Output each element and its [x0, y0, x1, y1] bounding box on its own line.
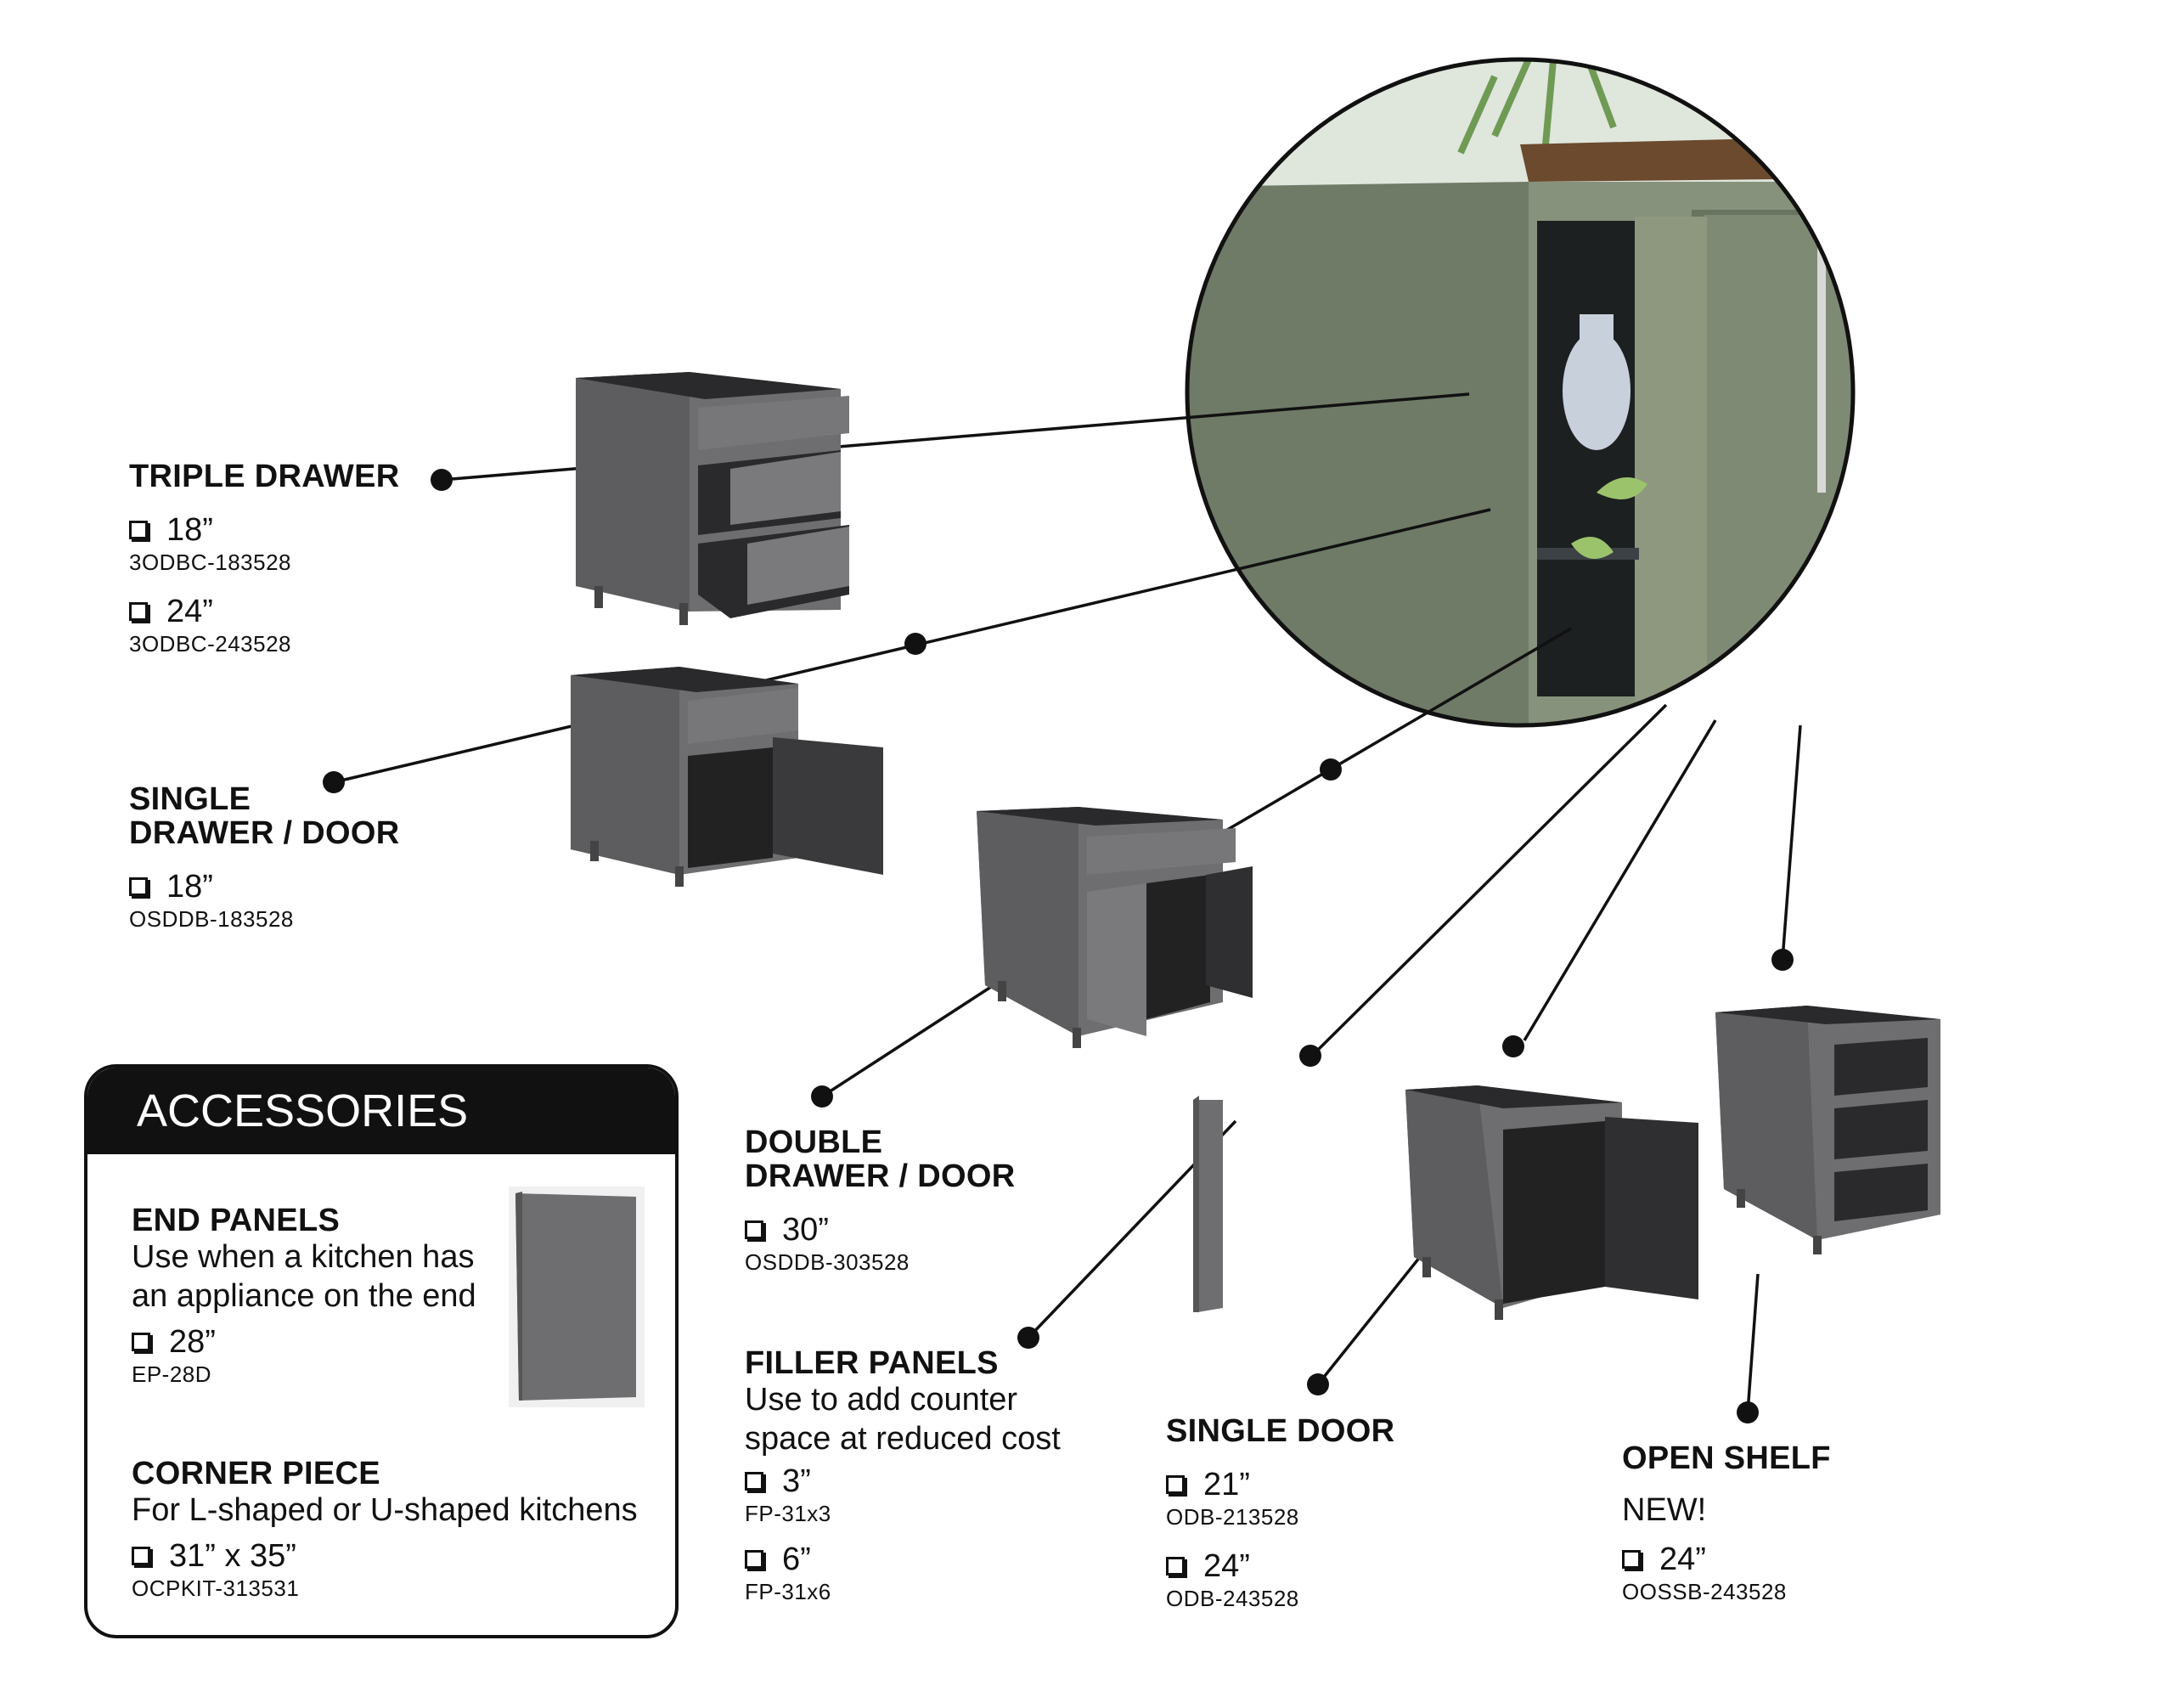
option-size: 3”	[782, 1463, 811, 1499]
option-code: 3ODBC-183528	[129, 550, 291, 575]
option-code: FP-31x6	[745, 1579, 831, 1604]
option-size: 24”	[166, 594, 213, 629]
single-door-section: SINGLE DOOR 21” ODB-213528 24” ODB-24352…	[1166, 1414, 1394, 1611]
option-item[interactable]: 6” FP-31x6	[745, 1542, 1061, 1604]
option-item[interactable]: 30” OSDDB-303528	[745, 1212, 1015, 1275]
filler-panel-image	[1193, 1096, 1223, 1312]
single-drawer-door-cabinet-image	[571, 667, 883, 887]
option-size: 24”	[1659, 1542, 1706, 1577]
option-size: 6”	[782, 1542, 811, 1577]
open-shelf-title: OPEN SHELF	[1622, 1440, 1831, 1476]
option-code: ODB-243528	[1166, 1586, 1299, 1611]
checkbox-icon[interactable]	[745, 1550, 763, 1569]
option-size: 31” x 35”	[169, 1538, 296, 1574]
option-item[interactable]: 21” ODB-213528	[1166, 1467, 1394, 1530]
double-drawer-door-title-line2: DRAWER / DOOR	[745, 1158, 1016, 1194]
double-drawer-door-title-line1: DOUBLE	[745, 1125, 883, 1160]
connector-lines	[333, 392, 1802, 1413]
single-drawer-door-section: SINGLE DRAWER / DOOR 18” OSDDB-183528	[129, 782, 399, 932]
option-code: OSDDB-183528	[129, 906, 294, 932]
open-shelf-cabinet-image	[1715, 1006, 1940, 1254]
triple-drawer-cabinet-image	[576, 372, 849, 625]
end-panels-desc-line2: an appliance on the end	[132, 1278, 476, 1314]
triple-drawer-title: TRIPLE DRAWER	[129, 459, 400, 494]
option-item[interactable]: 18” OSDDB-183528	[129, 869, 399, 932]
option-size: 18”	[166, 512, 213, 548]
option-code: OSDDB-303528	[745, 1249, 910, 1275]
checkbox-icon[interactable]	[132, 1333, 150, 1351]
checkbox-icon[interactable]	[129, 602, 148, 621]
option-size: 28”	[169, 1324, 216, 1360]
single-door-cabinet-image	[1405, 1085, 1698, 1320]
checkbox-icon[interactable]	[1166, 1475, 1185, 1494]
option-item[interactable]: 18” 3ODBC-183528	[129, 512, 399, 575]
connector-dots	[323, 469, 1794, 1423]
option-item[interactable]: 24” ODB-243528	[1166, 1548, 1394, 1611]
corner-piece-section: CORNER PIECE For L-shaped or U-shaped ki…	[132, 1457, 638, 1601]
end-panels-title: END PANELS	[132, 1203, 341, 1238]
open-shelf-section: OPEN SHELF NEW! 24” OOSSB-243528	[1622, 1441, 1831, 1604]
double-drawer-door-section: DOUBLE DRAWER / DOOR 30” OSDDB-303528	[745, 1125, 1015, 1275]
option-size: 24”	[1203, 1548, 1250, 1584]
option-code: 3ODBC-243528	[129, 631, 291, 657]
checkbox-icon[interactable]	[1166, 1557, 1185, 1576]
single-drawer-door-title-line1: SINGLE	[129, 781, 251, 817]
filler-panels-desc-line1: Use to add counter	[745, 1382, 1018, 1418]
option-size: 21”	[1203, 1467, 1250, 1502]
option-code: EP-28D	[132, 1361, 212, 1387]
option-item[interactable]: 24” 3ODBC-243528	[129, 594, 399, 657]
option-item[interactable]: 31” x 35” OCPKIT-313531	[132, 1538, 638, 1601]
checkbox-icon[interactable]	[1622, 1550, 1641, 1569]
filler-panels-title: FILLER PANELS	[745, 1345, 999, 1381]
filler-panels-desc-line2: space at reduced cost	[745, 1421, 1061, 1457]
new-badge: NEW!	[1622, 1492, 1707, 1528]
single-drawer-door-title-line2: DRAWER / DOOR	[129, 815, 400, 851]
checkbox-icon[interactable]	[745, 1220, 763, 1239]
end-panels-desc-line1: Use when a kitchen has	[132, 1239, 475, 1275]
accessories-panel: ACCESSORIES END PANELS Use when a kitche…	[84, 1064, 679, 1638]
checkbox-icon[interactable]	[745, 1472, 763, 1491]
option-size: 18”	[166, 869, 213, 905]
option-item[interactable]: 3” FP-31x3	[745, 1463, 1061, 1526]
checkbox-icon[interactable]	[129, 877, 148, 896]
corner-piece-desc: For L-shaped or U-shaped kitchens	[132, 1492, 638, 1528]
checkbox-icon[interactable]	[132, 1547, 150, 1565]
checkbox-icon[interactable]	[129, 521, 148, 539]
single-door-title: SINGLE DOOR	[1166, 1413, 1395, 1449]
end-panel-image	[509, 1187, 645, 1407]
option-code: OOSSB-243528	[1622, 1579, 1787, 1604]
option-code: OCPKIT-313531	[132, 1576, 300, 1601]
double-drawer-door-cabinet-image	[977, 807, 1253, 1048]
triple-drawer-section: TRIPLE DRAWER 18” 3ODBC-183528 24” 3ODBC…	[129, 459, 399, 657]
corner-piece-title: CORNER PIECE	[132, 1456, 380, 1491]
filler-panels-section: FILLER PANELS Use to add counter space a…	[745, 1346, 1061, 1604]
option-size: 30”	[782, 1212, 829, 1248]
end-panels-section: END PANELS Use when a kitchen has an app…	[132, 1203, 476, 1387]
accessories-header: ACCESSORIES	[87, 1068, 675, 1154]
option-item[interactable]: 24” OOSSB-243528	[1622, 1542, 1831, 1604]
option-item[interactable]: 28” EP-28D	[132, 1324, 476, 1387]
detail-circle-border	[1185, 57, 1856, 728]
option-code: FP-31x3	[745, 1501, 831, 1526]
option-code: ODB-213528	[1166, 1504, 1299, 1530]
